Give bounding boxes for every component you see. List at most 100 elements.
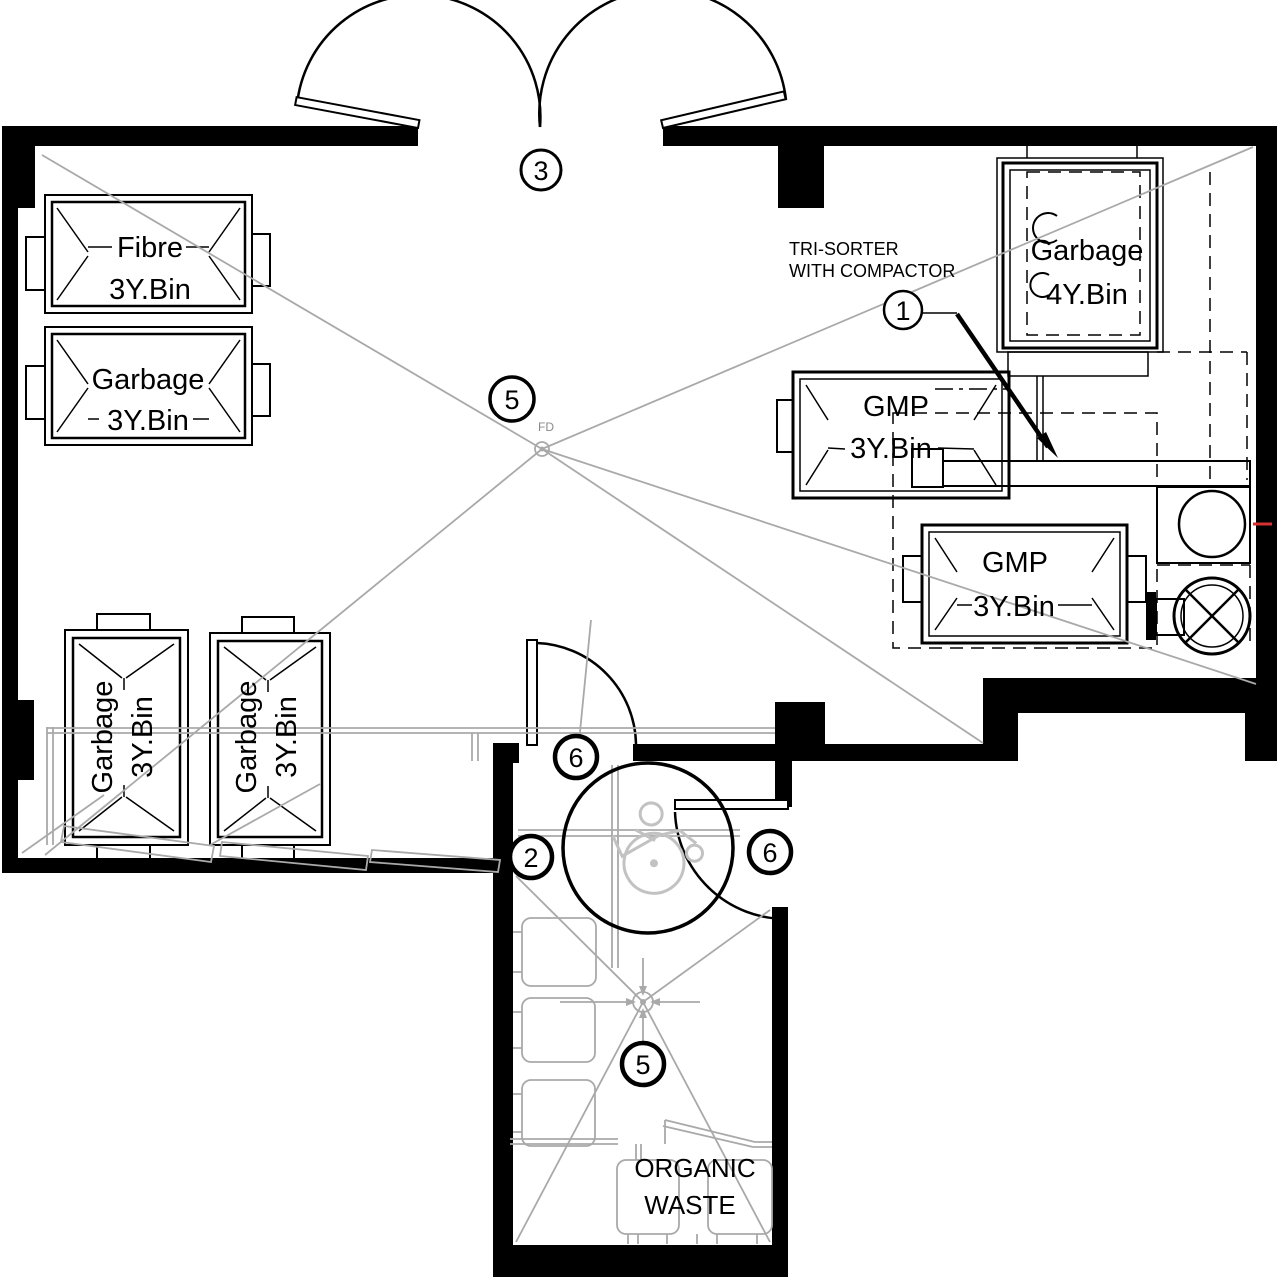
hopper-frame: [1156, 486, 1251, 564]
callout-1-leader: [922, 312, 1058, 458]
wall-top-right: [663, 126, 1277, 146]
door-leaf-left: [293, 95, 421, 130]
organic-waste-label: ORGANIC WASTE: [634, 1153, 755, 1220]
floor-drain-icon: [534, 441, 550, 457]
bin-wheel: [251, 363, 271, 417]
walls: [2, 126, 1277, 1277]
cart-path-rails: [46, 727, 775, 845]
cart-path-rails-lower: [518, 765, 740, 968]
bin-label: Garbage: [231, 681, 263, 794]
bin-label: 3Y.Bin: [271, 696, 303, 778]
wall-top-pier: [778, 146, 824, 208]
callout-main-floor-drain: 5: [488, 375, 536, 423]
wall-lower-room-right: [772, 907, 788, 1250]
wall-left-pier: [18, 700, 34, 780]
wall-left: [2, 208, 18, 873]
wall-step-block: [983, 713, 1018, 761]
bin-label: 3Y.Bin: [973, 591, 1055, 623]
lower-floor-drain: [515, 875, 771, 1243]
wall-left-corner-block: [2, 126, 35, 208]
callout-lower-room: 2: [507, 833, 555, 881]
wall-right-stub: [1245, 713, 1277, 761]
bin-clearance-dashed: [1026, 171, 1141, 336]
label-line: ORGANIC: [634, 1153, 755, 1183]
cart: [521, 997, 596, 1063]
bin-base: [1007, 351, 1149, 377]
bin-garbage-4y: [1001, 161, 1159, 350]
wall-bottom-right-band: [983, 678, 1277, 713]
ramp-outline: [510, 1119, 772, 1160]
bin-garbage-left-2: [209, 616, 331, 860]
tri-sorter-note: TRI-SORTER WITH COMPACTOR: [789, 239, 955, 281]
bin-wheel: [776, 399, 794, 453]
rotation-arc: [1032, 212, 1058, 244]
lower-right-door: [673, 799, 789, 921]
bin-gmp-lower: [902, 523, 1147, 645]
door-swing-arc: [673, 811, 787, 921]
bin-wheel: [1126, 555, 1147, 603]
turning-circle: [561, 761, 735, 935]
accessibility-turning-circle: [561, 761, 735, 935]
bin-labels: Fibre 3Y.Bin Garbage 3Y.Bin Garbage 3Y.B…: [87, 232, 1143, 793]
compactor-plinth: [942, 460, 1251, 487]
fan-circle-inner: [1180, 584, 1244, 648]
cart-outline: [59, 824, 216, 864]
bin-label: 3Y.Bin: [850, 433, 932, 465]
cart-outline: [368, 849, 502, 873]
bin-wheel: [96, 844, 151, 860]
callout-number: 5: [635, 1050, 650, 1080]
slope-lines-lower: [515, 875, 771, 1243]
bin-wheel: [902, 555, 923, 603]
bin-label: 4Y.Bin: [1046, 279, 1128, 311]
floor-drain-label: FD: [538, 420, 554, 434]
wall-mid-pier-upper: [775, 702, 825, 744]
callout-tri-sorter: 1: [882, 289, 924, 331]
wall-right: [1256, 146, 1277, 713]
organic-bin: [616, 1159, 680, 1235]
bin-fibre: [25, 194, 271, 314]
bin-label: GMP: [982, 547, 1048, 579]
label-line: WASTE: [644, 1190, 735, 1220]
cart-outline: [218, 841, 370, 871]
bin-garbage-top-left: [25, 326, 271, 446]
callout-clearance-left: 6: [552, 733, 600, 781]
wheelchair-icon: [611, 801, 705, 895]
callout-lower-floor-drain: 5: [619, 1040, 667, 1088]
tri-sorter-equipment: [892, 146, 1272, 656]
wall-lower-room-left: [493, 743, 513, 1277]
wall-mid-band: [633, 744, 983, 761]
lower-room-carts: [513, 917, 597, 1147]
bin-label: Garbage: [92, 364, 205, 396]
bin-wheel: [251, 233, 271, 287]
door-leaf: [674, 799, 789, 810]
note-line: WITH COMPACTOR: [789, 261, 955, 281]
wall-top-left: [2, 126, 418, 146]
cart: [521, 917, 597, 987]
bin-wheel: [96, 613, 151, 631]
door-swing-arc-right: [538, 0, 788, 128]
bin-label: 3Y.Bin: [127, 696, 159, 778]
wall-bottom-left: [2, 858, 513, 873]
callout-number: 2: [523, 843, 538, 873]
bin-wheel: [25, 236, 46, 291]
callout-number: 1: [895, 296, 910, 326]
bin-label: Garbage: [87, 681, 119, 794]
door-swing-arc-left: [295, 0, 542, 128]
bin-label: Fibre: [117, 232, 183, 264]
bin-label: Garbage: [1031, 235, 1144, 267]
main-floor-drain: FD: [534, 420, 554, 457]
bin-wheel: [25, 365, 46, 420]
door-leaf: [526, 639, 538, 746]
note-line: TRI-SORTER: [789, 239, 899, 259]
callout-clearance-right: 6: [746, 828, 794, 876]
bin-gmp-upper: [776, 370, 1011, 500]
bin-label: GMP: [863, 391, 929, 423]
cart: [521, 1079, 596, 1147]
organic-bin: [707, 1159, 773, 1235]
entry-double-door: [293, 0, 788, 130]
bin-wheel: [241, 844, 295, 860]
leader-arrowhead: [1037, 432, 1058, 458]
callout-number: 3: [533, 156, 548, 186]
